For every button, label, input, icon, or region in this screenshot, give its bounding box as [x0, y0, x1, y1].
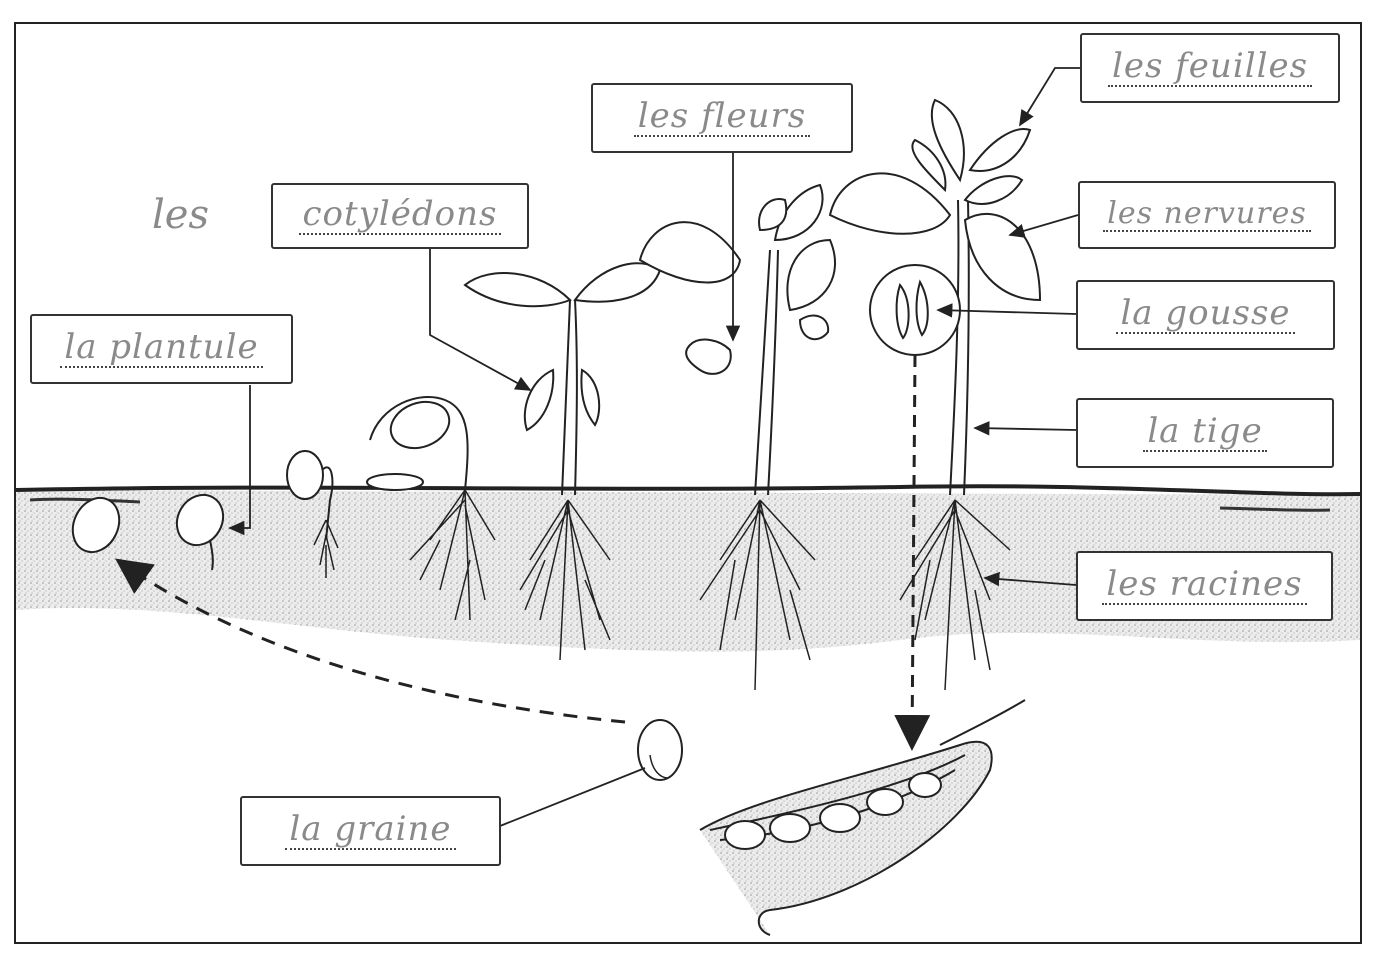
label-box-gousse: la gousse [1076, 280, 1335, 350]
label-fleurs: les fleurs [634, 99, 810, 137]
label-gousse: la gousse [1116, 296, 1294, 334]
seed [638, 720, 682, 780]
label-box-graine: la graine [240, 796, 501, 866]
label-box-cotyledons: cotylédons [271, 183, 529, 249]
label-tige: la tige [1143, 414, 1266, 452]
label-plantule: la plantule [60, 330, 262, 368]
label-nervures: les nervures [1103, 198, 1310, 232]
label-racines: les racines [1102, 567, 1306, 605]
label-box-racines: les racines [1076, 551, 1333, 621]
label-article-les: les [152, 192, 209, 238]
label-box-plantule: la plantule [30, 314, 293, 384]
label-cotyledons: cotylédons [299, 197, 502, 235]
open-pod [700, 700, 1025, 935]
label-box-tige: la tige [1076, 398, 1334, 468]
label-box-feuilles: les feuilles [1080, 33, 1340, 103]
label-graine: la graine [285, 812, 455, 850]
label-box-nervures: les nervures [1078, 181, 1336, 249]
label-box-fleurs: les fleurs [591, 83, 853, 153]
label-feuilles: les feuilles [1108, 49, 1312, 87]
